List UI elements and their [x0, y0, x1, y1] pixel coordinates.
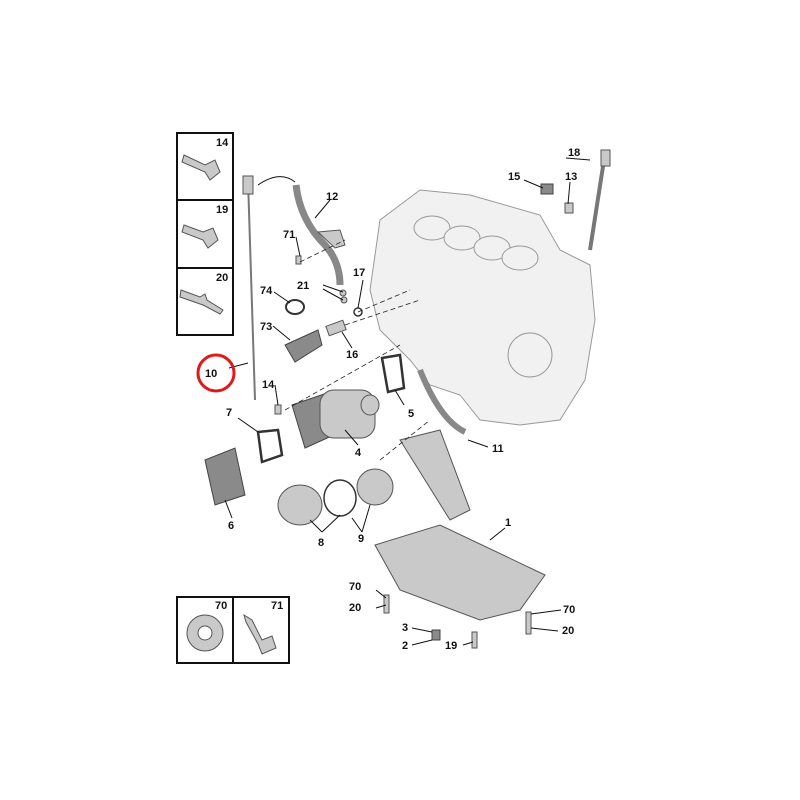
sensor-18 [588, 159, 606, 251]
oil-filter-housing-4 [291, 389, 380, 449]
callout-20-right: 20 [562, 625, 574, 637]
callout-73: 73 [260, 321, 272, 333]
inset-label-71: 71 [271, 600, 283, 612]
filter-element-8 [277, 484, 323, 526]
callout-16: 16 [346, 349, 358, 361]
fastener-inset-top: 14 19 20 [176, 132, 234, 336]
callout-17: 17 [353, 267, 365, 279]
oil-pickup-11 [399, 429, 471, 521]
callout-19: 19 [445, 640, 457, 652]
callout-1: 1 [505, 517, 511, 529]
callout-labels: 18 15 13 12 71 21 17 74 73 16 10 14 7 5 … [205, 147, 580, 652]
callout-10: 10 [205, 368, 217, 380]
callout-7: 7 [226, 407, 232, 419]
fastener-inset-bottom: 70 71 [176, 596, 290, 664]
callout-18: 18 [568, 147, 580, 159]
callout-3: 3 [402, 622, 408, 634]
oil-pan-1 [374, 524, 546, 621]
bolt-71-icon [243, 613, 277, 655]
callout-15: 15 [508, 171, 520, 183]
callout-20-left: 20 [349, 602, 361, 614]
callout-5: 5 [408, 408, 414, 420]
callout-71: 71 [283, 229, 295, 241]
bolt-14-icon [181, 154, 221, 181]
pump-strainer-73 [284, 329, 323, 363]
inset-label-70: 70 [215, 600, 227, 612]
callout-12: 12 [326, 191, 338, 203]
callout-70-right: 70 [563, 604, 575, 616]
sensor-16 [325, 319, 347, 337]
callout-9: 9 [358, 533, 364, 545]
stud-20-icon [179, 289, 224, 315]
engine-block [369, 189, 596, 426]
callout-4: 4 [355, 447, 362, 459]
clip-15 [540, 183, 554, 195]
inset-label-19: 19 [216, 204, 228, 216]
callout-13: 13 [565, 171, 577, 183]
callout-2: 2 [402, 640, 408, 652]
callout-21: 21 [297, 280, 309, 292]
callout-14: 14 [262, 379, 275, 391]
bolt-19-icon [181, 224, 219, 249]
callout-6: 6 [228, 520, 234, 532]
callout-70-left: 70 [349, 581, 361, 593]
dipstick-10 [242, 175, 296, 401]
plug-13 [564, 202, 574, 214]
highlight-circle [196, 353, 236, 393]
inset-label-14: 14 [216, 137, 229, 149]
filter-cap-9 [356, 468, 394, 506]
inset-label-20: 20 [216, 272, 228, 284]
dipstick-tube-12 [292, 184, 344, 286]
oil-cooler-6 [204, 447, 246, 506]
callout-8: 8 [318, 537, 324, 549]
callout-11: 11 [492, 443, 504, 455]
callout-74: 74 [260, 285, 273, 297]
